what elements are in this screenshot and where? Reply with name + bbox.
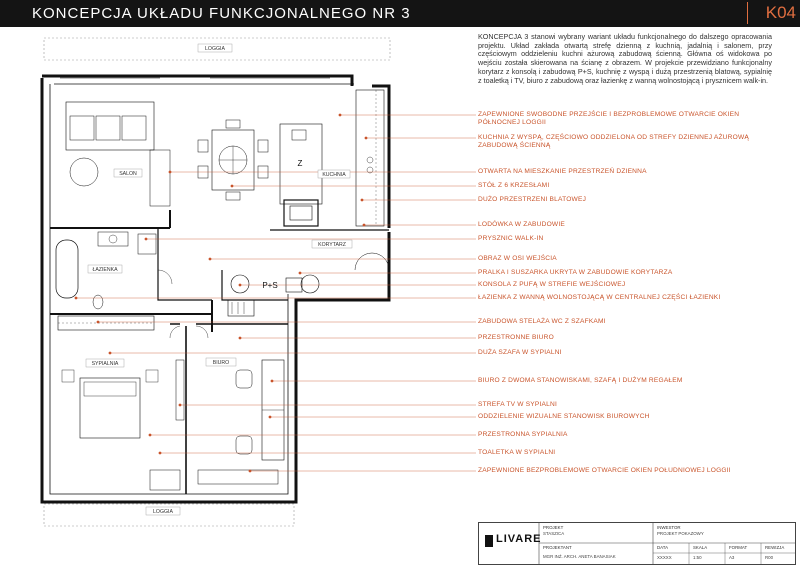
projektant-value: MGR INŻ. ARCH. ANETA BANASIAK xyxy=(543,554,616,559)
callout-label: STREFA TV W SYPIALNI xyxy=(478,401,557,408)
room-label-salon: SALON xyxy=(119,171,137,177)
tv-cabinet xyxy=(149,149,171,207)
dining-table xyxy=(211,129,255,191)
callout-label: ODDZIELENIE WIZUALNE STANOWISK BIUROWYCH xyxy=(478,413,650,420)
room-label-sypialnia: SYPIALNIA xyxy=(92,361,119,367)
room-label-korytarz: KORYTARZ xyxy=(318,242,346,248)
sheet-title: KONCEPCJA UKŁADU FUNKCJONALNEGO NR 3 xyxy=(32,5,411,22)
loggia-top xyxy=(43,37,391,61)
inwestor-label: INWESTOR xyxy=(657,525,681,530)
header-bar: KONCEPCJA UKŁADU FUNKCJONALNEGO NR 3 K04 xyxy=(0,0,800,27)
format-label: FORMAT xyxy=(729,545,748,550)
kitchen-island xyxy=(279,123,323,205)
sheet-code: K04 xyxy=(747,2,796,24)
rewizja-value: R00 xyxy=(765,555,774,560)
data-label: DATA xyxy=(657,545,669,550)
callout-label: LODÓWKA W ZABUDOWIE xyxy=(478,221,565,228)
callout-label: KUCHNIA Z WYSPĄ, CZĘŚCIOWO ODDZIELONA OD… xyxy=(478,134,749,149)
callout-label: PRALKA I SUSZARKA UKRYTA W ZABUDOWIE KOR… xyxy=(478,269,673,276)
callout-label: PRZESTRONNA SYPIALNIA xyxy=(478,431,568,438)
callout-label: BIURO Z DWOMA STANOWISKAMI, SZAFĄ I DUŻY… xyxy=(478,377,683,384)
room-label-lazienka: ŁAZIENKA xyxy=(92,267,118,273)
rewizja-label: REWIZJA xyxy=(765,545,785,550)
inwestor-value: PROJEKT POKAZOWY xyxy=(657,531,704,536)
title-block: LIVARE PROJEKT STASZICA INWESTOR PROJEKT… xyxy=(478,522,796,565)
callout-label: DUŻA SZAFA W SYPIALNI xyxy=(478,349,562,356)
projekt-label: PROJEKT xyxy=(543,525,564,530)
loggia-bottom xyxy=(43,503,295,527)
tv-bedroom xyxy=(175,359,185,421)
callout-label: STÓŁ Z 6 KRZESŁAMI xyxy=(478,182,550,189)
shower xyxy=(137,233,157,255)
projekt-value: STASZICA xyxy=(543,531,565,536)
projektant-label: PROJEKTANT xyxy=(543,545,572,550)
callout-label: DUŻO PRZESTRZENI BLATOWEJ xyxy=(478,196,587,203)
format-value: A3 xyxy=(729,555,735,560)
callout-label: OTWARTA NA MIESZKANIE PRZESTRZEŃ DZIENNA xyxy=(478,168,647,175)
skala-value: 1:50 xyxy=(693,555,702,560)
office-chair xyxy=(235,369,253,389)
callout-label: PRYSZNIC WALK-IN xyxy=(478,235,544,242)
room-label-kuchnia: KUCHNIA xyxy=(322,172,346,178)
callout-label: TOALETKA W SYPIALNI xyxy=(478,449,556,456)
livare-logo: LIVARE xyxy=(496,533,542,545)
room-label-biuro: BIURO xyxy=(213,360,229,366)
callout-label: ZAPEWNIONE BEZPROBLEMOWE OTWARCIE OKIEN … xyxy=(478,467,731,474)
washer xyxy=(230,274,250,294)
fridge-label: Z xyxy=(298,159,303,168)
office-shelf xyxy=(197,469,279,485)
toilet xyxy=(92,294,104,310)
callout-label: PRZESTRONNE BIURO xyxy=(478,334,554,341)
title-block-grid xyxy=(485,523,795,564)
kitchen-counter xyxy=(355,89,385,227)
concept-description: KONCEPCJA 3 stanowi wybrany wariant ukła… xyxy=(478,32,772,85)
sink xyxy=(97,231,129,247)
callout-label: ŁAZIENKA Z WANNĄ WOLNOSTOJĄCĄ W CENTRALN… xyxy=(478,294,721,301)
outer-walls xyxy=(40,78,391,504)
callout-label: ZAPEWNIONE SWOBODNE PRZEJŚCIE I BEZPROBL… xyxy=(478,111,740,126)
room-label-loggia-bottom: LOGGIA xyxy=(153,509,173,515)
skala-label: SKALA xyxy=(693,545,708,550)
dressing-table xyxy=(149,469,181,491)
data-value: XXXXX xyxy=(657,555,672,560)
coffee-table xyxy=(69,157,99,187)
callout-label: KONSOLA Z PUFĄ W STREFIE WEJŚCIOWEJ xyxy=(478,281,626,288)
washer-dryer-label: P+S xyxy=(262,281,277,290)
sofa xyxy=(65,101,155,151)
bed xyxy=(79,377,141,439)
bathtub xyxy=(55,239,79,299)
callout-label: OBRAZ W OSI WEJŚCIA xyxy=(478,255,557,262)
oven xyxy=(283,199,319,227)
callout-label: ZABUDOWA STELAŻA WC Z SZAFKAMI xyxy=(478,318,606,325)
room-label-loggia-top: LOGGIA xyxy=(205,46,225,52)
